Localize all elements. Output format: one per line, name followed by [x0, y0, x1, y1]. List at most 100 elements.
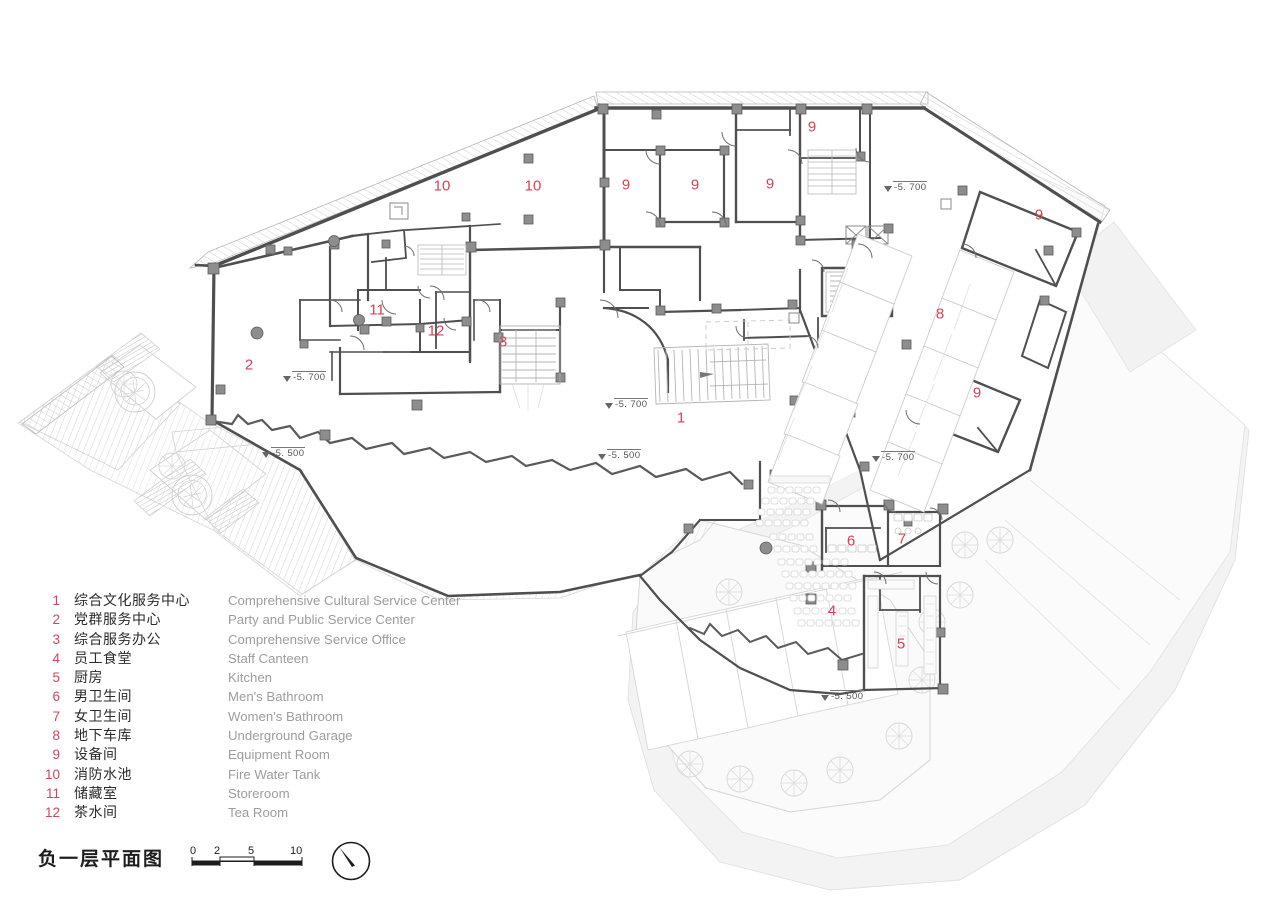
elevation-triangle-icon [821, 695, 829, 701]
legend-number: 4 [52, 650, 60, 666]
legend-number: 3 [52, 631, 60, 647]
room-number-4: 4 [827, 602, 837, 620]
elevation-triangle-icon [605, 403, 613, 409]
legend-row: 6 男卫生间 Men's Bathroom [34, 687, 554, 706]
scale-tick-0: 0 [190, 845, 196, 857]
legend-label-cn: 储藏室 [74, 785, 118, 802]
section-markers [389, 198, 952, 324]
room-number-10: 10 [433, 177, 451, 195]
elevation-value: -5. 700 [881, 451, 916, 463]
legend-label-cn: 男卫生间 [74, 689, 132, 706]
legend-row: 11 储藏室 Storeroom [34, 784, 554, 803]
elevation-value: -5. 700 [893, 181, 928, 193]
legend-label-en: Comprehensive Service Office [228, 631, 406, 647]
legend-row: 7 女卫生间 Women's Bathroom [34, 707, 554, 726]
room-number-9: 9 [765, 175, 775, 193]
legend-row: 2 党群服务中心 Party and Public Service Center [34, 610, 554, 629]
legend-row: 1 综合文化服务中心 Comprehensive Cultural Service … [34, 591, 554, 610]
elevation-triangle-icon [283, 376, 291, 382]
legend-label-cn: 员工食堂 [74, 650, 132, 667]
legend-label-en: Underground Garage [228, 728, 353, 744]
legend-label-en: Storeroom [228, 785, 290, 801]
elevation-marker: -5. 700 [884, 181, 928, 193]
scale-bar-graphic [191, 856, 303, 866]
parking-divider-lines [777, 267, 971, 477]
legend-number: 2 [52, 612, 60, 628]
elevation-marker: -5. 700 [872, 451, 916, 463]
elevation-value: -5. 700 [292, 371, 327, 383]
elevation-marker: -5. 500 [821, 690, 865, 702]
legend-label-cn: 地下车库 [74, 728, 132, 745]
room-number-7: 7 [897, 530, 907, 548]
legend-label-en: Tea Room [228, 805, 289, 821]
room-number-8: 8 [935, 305, 945, 323]
scale-tick-10: 10 [290, 845, 302, 857]
room-number-9: 9 [972, 384, 982, 402]
elevation-marker: -5. 700 [605, 398, 649, 410]
elevation-value: -5. 500 [271, 447, 306, 459]
legend-number: 7 [52, 708, 60, 724]
elevation-marker: -5. 700 [283, 371, 327, 383]
room-number-9: 9 [690, 176, 700, 194]
room-number-9: 9 [621, 176, 631, 194]
legend-label-cn: 综合文化服务中心 [74, 593, 190, 609]
legend-label-en: Men's Bathroom [228, 689, 324, 705]
legend-label-cn: 综合服务办公 [74, 631, 161, 648]
parking-bays [767, 233, 1015, 513]
north-arrow [331, 841, 371, 881]
room-number-1: 1 [676, 409, 686, 427]
round-columns [250, 235, 773, 555]
legend-row: 4 员工食堂 Staff Canteen [34, 649, 554, 668]
room-number-9: 9 [807, 118, 817, 136]
legend-row: 12 茶水间 Tea Room [34, 803, 554, 822]
legend-label-en: Staff Canteen [228, 650, 309, 666]
legend-label-cn: 茶水间 [74, 805, 118, 822]
elevation-value: -5. 700 [614, 398, 649, 410]
legend-label-en: Party and Public Service Center [228, 612, 415, 628]
room-legend: 1 综合文化服务中心 Comprehensive Cultural Service … [34, 591, 554, 823]
scale-tick-5: 5 [248, 845, 254, 857]
room-number-11: 11 [369, 301, 385, 319]
door-swings [329, 131, 977, 585]
legend-row: 3 综合服务办公 Comprehensive Service Office [34, 630, 554, 649]
scale-bar: 0 2 5 10 [190, 845, 303, 866]
legend-label-en: Equipment Room [228, 747, 330, 763]
elevation-triangle-icon [884, 186, 892, 192]
legend-label-cn: 女卫生间 [74, 708, 132, 725]
legend-row: 8 地下车库 Underground Garage [34, 726, 554, 745]
kitchen-equipment [867, 579, 937, 675]
room-number-5: 5 [896, 635, 906, 653]
scale-tick-2: 2 [214, 845, 220, 857]
legend-number: 12 [44, 805, 60, 821]
room-number-12: 12 [427, 322, 445, 340]
elevation-triangle-icon [262, 452, 270, 458]
elevation-triangle-icon [598, 454, 606, 460]
legend-number: 8 [52, 728, 60, 744]
room-number-9: 9 [1034, 206, 1044, 224]
room-number-10: 10 [524, 177, 542, 195]
elevation-marker: -5. 500 [598, 449, 642, 461]
elevation-value: -5. 500 [830, 690, 865, 702]
legend-label-cn: 厨房 [74, 670, 103, 687]
legend-label-en: Fire Water Tank [228, 766, 321, 782]
legend-number: 10 [44, 766, 60, 782]
elevation-value: -5. 500 [607, 449, 642, 461]
legend-label-en: Comprehensive Cultural Service Center [228, 593, 461, 608]
legend-label-cn: 设备间 [74, 747, 118, 764]
legend-number: 5 [52, 670, 60, 686]
legend-number: 11 [45, 785, 60, 801]
canteen-furniture [755, 475, 860, 627]
legend-label-en: Women's Bathroom [228, 708, 344, 724]
toilet-fixtures [827, 513, 933, 553]
legend-row: 9 设备间 Equipment Room [34, 745, 554, 764]
legend-label-en: Kitchen [228, 670, 272, 686]
legend-number: 1 [52, 593, 60, 608]
legend-number: 6 [52, 689, 60, 705]
room-number-2: 2 [244, 356, 254, 374]
legend-label-cn: 消防水池 [74, 766, 132, 783]
room-number-6: 6 [846, 532, 856, 550]
legend-number: 9 [52, 747, 60, 763]
legend-label-cn: 党群服务中心 [74, 612, 161, 629]
elevation-triangle-icon [872, 456, 880, 462]
